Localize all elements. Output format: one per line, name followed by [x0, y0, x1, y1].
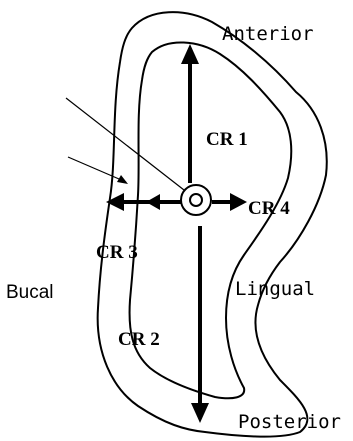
cr3-label: CR 3 [96, 243, 138, 262]
outer-outline [98, 12, 327, 436]
anterior-label: Anterior [222, 25, 314, 44]
posterior-label: Posterior [238, 413, 341, 432]
bucal-label: Bucal [6, 283, 54, 302]
pointer-line-1 [66, 98, 184, 190]
pointer-arrowhead-2 [117, 175, 128, 184]
cr4-label: CR 4 [248, 199, 290, 218]
lingual-label: Lingual [235, 280, 315, 299]
center-outer-circle [181, 185, 211, 215]
cr1-label: CR 1 [206, 130, 248, 149]
cr1-arrowhead [181, 44, 199, 64]
cr3-arrowhead-inner [146, 194, 160, 210]
cr2-arrowhead [191, 403, 209, 423]
cr4-arrowhead [230, 193, 247, 211]
pointer-line-2 [68, 157, 126, 182]
cr2-label: CR 2 [118, 330, 160, 349]
